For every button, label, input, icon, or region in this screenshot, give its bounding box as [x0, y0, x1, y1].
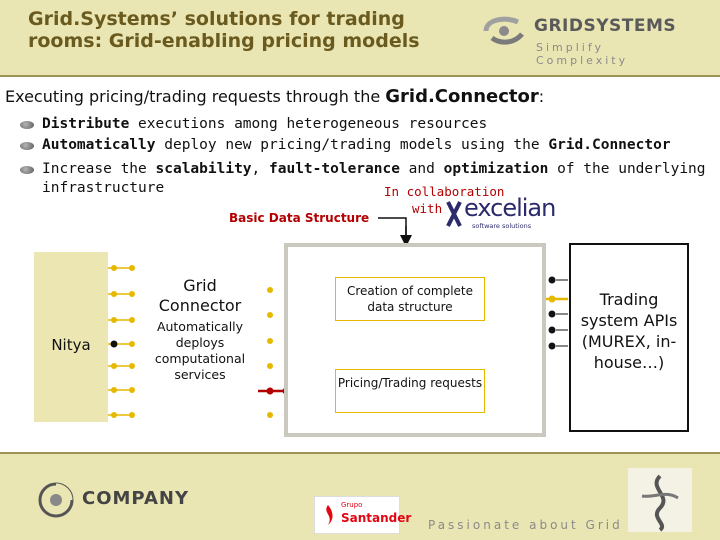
bullet-bold: fault-tolerance	[269, 161, 400, 177]
basic-data-structure-label: Basic Data Structure	[229, 211, 370, 225]
bullet-text: ,	[251, 161, 269, 177]
bullet-text: and	[399, 161, 444, 177]
logo-wordmark: GRIDSYSTEMS	[534, 16, 677, 36]
grid-swirl-icon	[483, 16, 524, 45]
bullet-bold: Grid.Connector	[548, 137, 671, 153]
footer-divider	[0, 452, 720, 454]
bullet-item: Distribute executions among heterogeneou…	[20, 116, 488, 132]
bullet-text: Increase the	[42, 161, 156, 177]
bullet-icon	[20, 121, 34, 129]
nitya-box: Nitya	[34, 252, 108, 422]
bullet-bold: Distribute	[42, 116, 130, 132]
santander-group: Grupo	[341, 501, 363, 509]
bullet-bold: Automatically	[42, 137, 156, 153]
collaboration-with: with	[412, 201, 443, 216]
grid-connector-label: Grid Connector	[158, 276, 242, 315]
intro-prefix: Executing pricing/trading requests throu…	[5, 87, 386, 106]
creation-box: Creation of complete data structure	[335, 277, 485, 321]
intro-line: Executing pricing/trading requests throu…	[5, 86, 544, 107]
santander-flame-icon	[326, 505, 333, 525]
bullet-text: infrastructure	[42, 180, 165, 196]
excelian-mark-icon	[446, 201, 462, 227]
slide-title: Grid.Systems’ solutions for trading room…	[28, 8, 420, 52]
bullet-text: executions among heterogeneous resources	[129, 116, 488, 132]
footer-tagline: Passionate about Grid	[428, 518, 623, 532]
bullet-item: Increase the scalability, fault-toleranc…	[20, 161, 706, 177]
sculpture-image	[628, 468, 692, 532]
santander-logo: Grupo Santander	[314, 496, 411, 534]
gridsystems-logo: GRIDSYSTEMS Simplify Complexity	[482, 10, 692, 67]
excelian-tagline: software solutions	[472, 222, 532, 230]
company-name: COMPANY	[82, 488, 189, 509]
trading-system-box: Trading system APIs (MUREX, in-house…)	[569, 243, 689, 432]
bullet-icon	[20, 142, 34, 150]
nitya-label: Nitya	[51, 336, 91, 354]
logo-tagline: Simplify Complexity	[536, 41, 629, 67]
bullet-bold: scalability	[155, 161, 252, 177]
pricing-box: Pricing/Trading requests	[335, 369, 485, 413]
excelian-logo: excelian software solutions	[446, 194, 556, 232]
bullet-icon	[20, 166, 34, 174]
intro-suffix: :	[538, 87, 545, 106]
pricing-label: Pricing/Trading requests	[337, 376, 483, 390]
santander-wordmark: Santander	[341, 511, 412, 525]
bullet-bold: optimization	[443, 161, 549, 177]
intro-emphasis: Grid.Connector	[385, 86, 539, 107]
trading-system-label: Trading system APIs (MUREX, in-house…)	[580, 290, 678, 372]
header-bar	[0, 0, 720, 75]
bullet-text: of the underlying	[548, 161, 706, 177]
company-logo-icon	[38, 482, 74, 518]
bullet-item: Automatically deploy new pricing/trading…	[20, 137, 671, 153]
excelian-wordmark: excelian	[464, 194, 556, 222]
auto-deploy-label: Automatically deploys computational serv…	[154, 319, 246, 382]
header-divider	[0, 75, 720, 77]
bullet-text: deploy new pricing/trading models using …	[155, 137, 549, 153]
collaboration-label: In collaboration	[384, 184, 505, 199]
data-structure-arrow	[378, 217, 412, 247]
creation-label: Creation of complete data structure	[346, 284, 474, 314]
bullet-continuation: infrastructure	[42, 180, 164, 196]
